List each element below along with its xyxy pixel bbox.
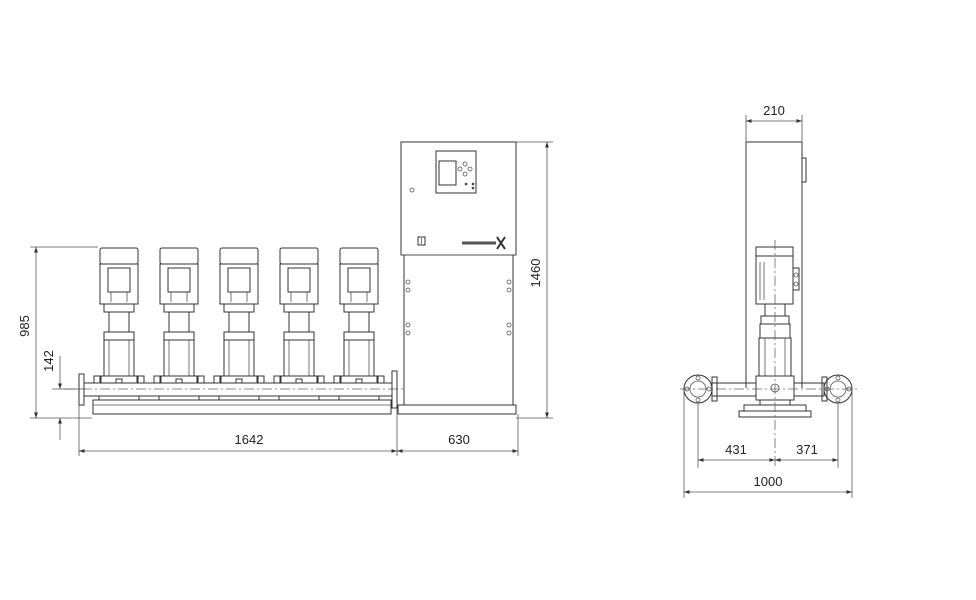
side-view: 210 431 371 1000 xyxy=(680,103,860,498)
grundfos-logo xyxy=(462,236,506,250)
indicator-icon xyxy=(409,187,415,193)
pump-array xyxy=(93,247,385,401)
dim-label-985: 985 xyxy=(17,315,32,337)
dimension-210: 210 xyxy=(745,103,803,142)
mounting-holes xyxy=(405,279,512,336)
dimension-1000: 1000 xyxy=(683,389,853,498)
dimension-431: 431 xyxy=(697,403,775,468)
dim-label-1460: 1460 xyxy=(528,259,543,288)
dimension-1460: 1460 xyxy=(516,141,553,419)
side-pipes xyxy=(680,374,860,404)
pump-unit xyxy=(93,247,145,401)
control-panel-display xyxy=(435,150,477,194)
dim-label-1642: 1642 xyxy=(235,432,264,447)
base-frame xyxy=(92,399,517,415)
dim-label-142: 142 xyxy=(41,350,56,372)
manifold-pipe xyxy=(64,370,405,409)
dim-label-210: 210 xyxy=(763,103,785,118)
dim-label-431: 431 xyxy=(725,442,747,457)
control-cabinet xyxy=(400,141,517,405)
dimension-1642: 1642 xyxy=(78,405,398,456)
dimension-630: 630 xyxy=(397,414,519,456)
dimension-371: 371 xyxy=(775,403,839,468)
dimension-142: 142 xyxy=(41,350,84,440)
pump-unit xyxy=(333,247,385,401)
dim-label-371: 371 xyxy=(796,442,818,457)
pump-unit xyxy=(153,247,205,401)
side-pump xyxy=(755,240,800,468)
main-switch-icon xyxy=(417,236,426,246)
cabinet-side xyxy=(745,141,807,388)
front-view: 985 142 1642 630 1460 xyxy=(17,141,553,456)
dimension-985: 985 xyxy=(17,246,98,419)
dim-label-630: 630 xyxy=(448,432,470,447)
pump-unit xyxy=(273,247,325,401)
dim-label-1000: 1000 xyxy=(754,474,783,489)
pump-unit xyxy=(213,247,265,401)
